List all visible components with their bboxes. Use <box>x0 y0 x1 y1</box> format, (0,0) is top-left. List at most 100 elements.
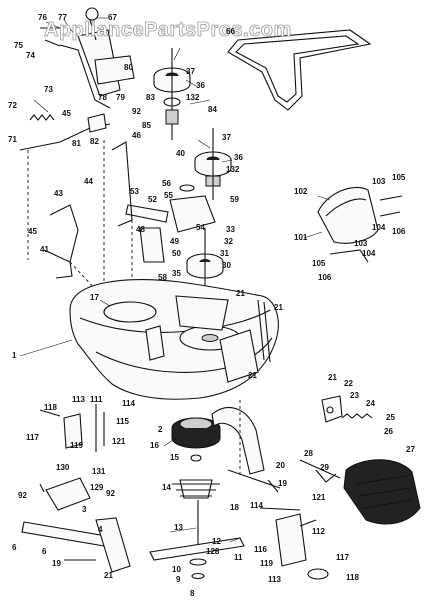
callout-115: 115 <box>116 417 129 426</box>
callout-116: 116 <box>254 545 267 554</box>
callout-104-a: 104 <box>372 223 386 232</box>
callout-21-d: 21 <box>328 373 337 382</box>
callout-119-a: 119 <box>70 441 83 450</box>
callout-29: 29 <box>320 463 329 472</box>
callout-101: 101 <box>294 233 308 242</box>
callout-36: 36 <box>196 81 205 90</box>
callout-66: 66 <box>226 27 235 36</box>
callout-121-a: 121 <box>112 437 126 446</box>
callout-71: 71 <box>8 135 17 144</box>
callout-77: 77 <box>58 13 67 22</box>
callout-114-b: 114 <box>250 501 263 510</box>
callout-36b: 36 <box>234 153 243 162</box>
callout-33: 33 <box>226 225 235 234</box>
callout-21-a: 21 <box>236 289 245 298</box>
spring-bracket-drawing <box>321 395 373 423</box>
callout-92: 92 <box>132 107 141 116</box>
upper-pulley-assembly-drawing <box>153 48 232 200</box>
callout-3: 3 <box>82 505 87 514</box>
callout-132: 132 <box>186 93 200 102</box>
callout-21-e: 21 <box>104 571 113 580</box>
callout-11: 11 <box>234 553 243 562</box>
callout-49: 49 <box>170 237 179 246</box>
callout-82: 82 <box>90 137 99 146</box>
callout-35: 35 <box>172 269 181 278</box>
callout-40: 40 <box>176 149 185 158</box>
callout-105-b: 105 <box>312 259 326 268</box>
callout-102: 102 <box>294 187 308 196</box>
callout-52: 52 <box>148 195 157 204</box>
callout-28: 28 <box>304 449 313 458</box>
callout-106-a: 106 <box>392 227 406 236</box>
callout-21-c: 21 <box>248 371 257 380</box>
callout-55: 55 <box>164 191 173 200</box>
callout-74: 74 <box>26 51 35 60</box>
deflector-hood-drawing <box>317 186 403 263</box>
callout-14: 14 <box>162 483 171 492</box>
callout-118-a: 118 <box>44 403 57 412</box>
discharge-chute-drawing <box>299 459 421 525</box>
callout-22: 22 <box>344 379 353 388</box>
callout-30: 30 <box>222 261 231 270</box>
callout-18: 18 <box>230 503 239 512</box>
callout-129: 129 <box>90 483 104 492</box>
callout-73: 73 <box>44 85 53 94</box>
belt-guide-arm-drawing <box>211 400 281 489</box>
callout-41: 41 <box>40 245 49 254</box>
drive-belt-drawing <box>227 29 372 111</box>
lift-linkage-drawing <box>19 7 135 291</box>
callout-83: 83 <box>146 93 155 102</box>
callout-59: 59 <box>230 195 239 204</box>
callout-10: 10 <box>172 565 181 574</box>
left-lift-bracket-drawing <box>21 477 131 573</box>
callout-76: 76 <box>38 13 47 22</box>
callout-117-a: 117 <box>26 433 39 442</box>
callout-44: 44 <box>84 177 93 186</box>
callout-43: 43 <box>54 189 63 198</box>
callout-24: 24 <box>366 399 375 408</box>
callout-46: 46 <box>132 131 141 140</box>
callout-2: 2 <box>158 425 163 434</box>
callout-48: 48 <box>136 225 145 234</box>
mower-deck-drawing <box>69 279 279 400</box>
callout-67: 67 <box>108 13 117 22</box>
callout-92-b: 92 <box>18 491 27 500</box>
callout-19-a: 19 <box>52 559 61 568</box>
callout-32: 32 <box>224 237 233 246</box>
callout-4: 4 <box>98 525 103 534</box>
callout-23: 23 <box>350 391 359 400</box>
callout-113-a: 113 <box>72 395 85 404</box>
callout-16: 16 <box>150 441 159 450</box>
callout-118-b: 118 <box>346 573 359 582</box>
callout-121-b: 121 <box>312 493 326 502</box>
callout-53: 53 <box>130 187 139 196</box>
callout-9: 9 <box>176 575 181 584</box>
callout-1: 1 <box>12 351 17 360</box>
callout-80: 80 <box>124 63 133 72</box>
callout-37: 37 <box>186 67 195 76</box>
callout-105-a: 105 <box>392 173 406 182</box>
callout-84: 84 <box>208 105 217 114</box>
callout-21-b: 21 <box>274 303 283 312</box>
leader-lines <box>19 17 331 543</box>
right-lower-bracket-drawing <box>259 479 329 580</box>
callout-132b: 132 <box>226 165 240 174</box>
callout-113-b: 113 <box>268 575 281 584</box>
callout-119-b: 119 <box>260 559 273 568</box>
callout-45b: 45 <box>28 227 37 236</box>
callout-6-a: 6 <box>12 543 17 552</box>
callout-128: 128 <box>206 547 220 556</box>
callout-85: 85 <box>142 121 151 130</box>
callout-17: 17 <box>90 293 99 302</box>
callout-58: 58 <box>158 273 167 282</box>
callout-6-b: 6 <box>42 547 47 556</box>
callout-106-b: 106 <box>318 273 332 282</box>
callout-78: 78 <box>98 93 107 102</box>
callout-112: 112 <box>312 527 325 536</box>
callout-26: 26 <box>384 427 393 436</box>
callout-130: 130 <box>56 463 70 472</box>
callout-117-b: 117 <box>336 553 349 562</box>
callout-104-b: 104 <box>362 249 376 258</box>
callout-114-a: 114 <box>122 399 135 408</box>
